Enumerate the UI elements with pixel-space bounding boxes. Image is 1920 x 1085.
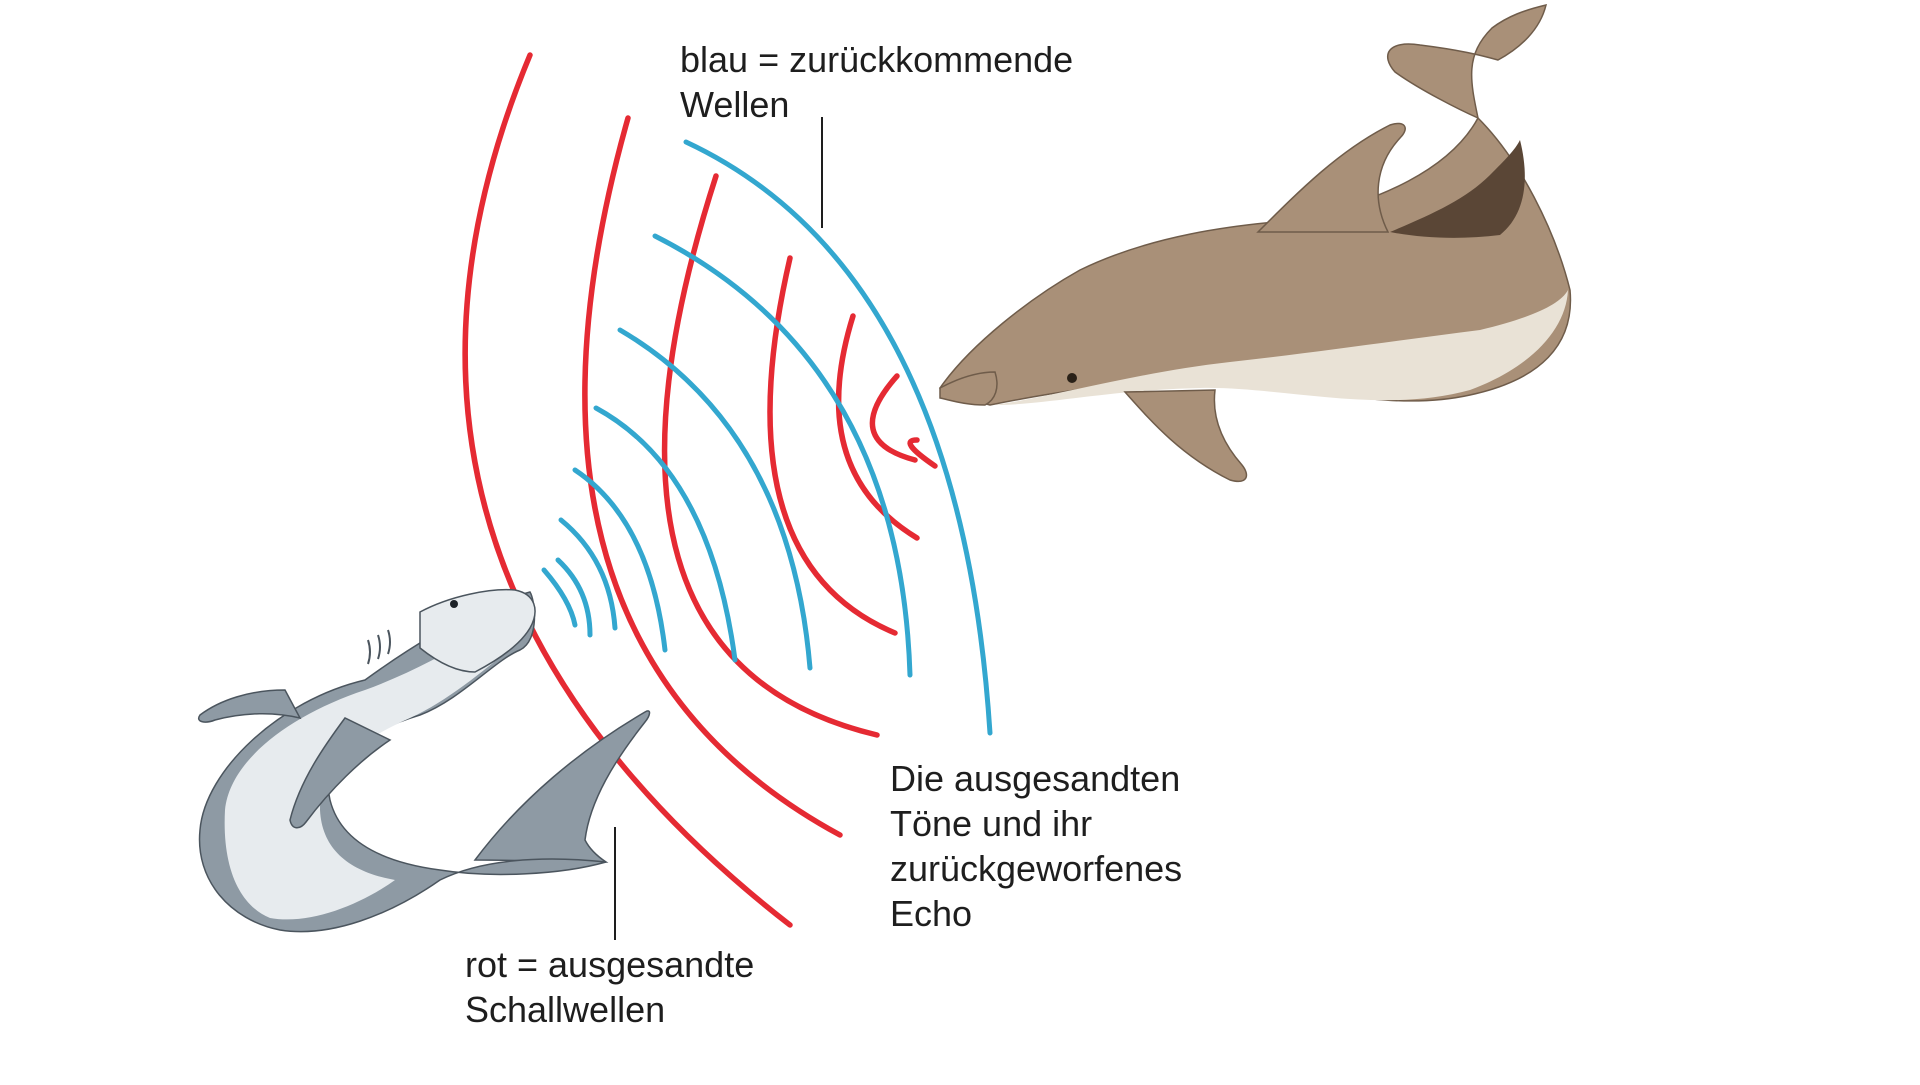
returning-wave <box>558 517 618 631</box>
dolphin-body <box>938 116 1572 406</box>
returning-wave <box>617 327 813 671</box>
emitted-wave <box>462 52 793 928</box>
dolphin-snout <box>939 371 998 406</box>
returning-wave <box>555 557 593 638</box>
returning-waves-label-line: blau = zurückkommende <box>680 39 1074 80</box>
echo-description-line: Töne und ihr <box>890 803 1093 844</box>
dolphin-fluke <box>1386 3 1548 120</box>
gill-slit <box>387 629 391 655</box>
emitted-wave <box>767 255 898 636</box>
emitted-wave <box>582 115 843 838</box>
dolphin-illustration <box>938 3 1572 482</box>
returning-echo-waves <box>541 139 993 736</box>
shark-dorsal-fin <box>198 689 302 723</box>
shark-illustration <box>198 588 651 933</box>
shark-eye <box>450 600 458 608</box>
dolphin-dorsal-fin <box>1256 122 1406 233</box>
echo-description-line: Die ausgesandten <box>890 758 1181 799</box>
returning-wave <box>683 139 993 736</box>
emitted-sound-waves <box>462 52 938 928</box>
emitted-waves-label: rot = ausgesandte Schallwellen <box>465 942 754 1032</box>
dolphin-belly <box>995 290 1568 405</box>
dolphin-dark-stripe <box>1390 140 1525 238</box>
shark-gill-slits <box>367 629 391 665</box>
emitted-wave <box>869 373 918 463</box>
gill-slit <box>367 639 371 665</box>
echo-description-label: Die ausgesandten Töne und ihr zurückgewo… <box>890 756 1182 936</box>
leader-lines <box>614 117 823 940</box>
shark-belly <box>224 612 528 920</box>
returning-waves-label-line: Wellen <box>680 84 790 125</box>
returning-wave <box>593 405 738 663</box>
dolphin-eye <box>1067 373 1077 383</box>
shark-pectoral-fin <box>289 717 392 829</box>
echo-description-line: Echo <box>890 893 973 934</box>
gill-slit <box>377 634 381 660</box>
emitted-waves-label-line: Schallwellen <box>465 989 666 1030</box>
shark-head <box>419 588 536 673</box>
returning-wave <box>572 467 668 653</box>
echo-description-line: zurückgeworfenes <box>890 848 1183 889</box>
emitted-wave <box>835 313 920 541</box>
emitted-wave <box>907 437 938 469</box>
shark-tail <box>473 710 651 863</box>
returning-wave <box>652 233 913 678</box>
dolphin-flipper <box>1123 389 1248 482</box>
returning-wave <box>541 567 578 628</box>
returning-waves-label: blau = zurückkommende Wellen <box>680 37 1073 127</box>
emitted-waves-label-line: rot = ausgesandte <box>465 944 755 985</box>
emitted-wave <box>661 173 880 738</box>
